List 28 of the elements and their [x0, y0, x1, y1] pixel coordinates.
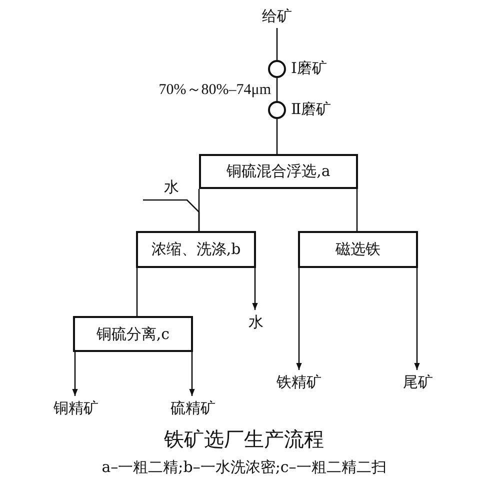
- process-box: 磁选铁: [298, 231, 418, 268]
- stream-label: 水: [143, 176, 187, 198]
- stream-label: 给矿: [256, 4, 298, 28]
- arrow: [72, 352, 78, 396]
- step-label: Ⅰ磨矿: [291, 59, 327, 78]
- connector-line: [136, 268, 138, 316]
- step-label: Ⅱ磨矿: [291, 100, 332, 119]
- stream-label: 铁精矿: [268, 370, 330, 394]
- process-box: 铜硫分离,c: [73, 316, 193, 352]
- arrow: [296, 268, 302, 370]
- connector-line: [276, 119, 278, 154]
- connector-line: [276, 28, 278, 60]
- circle-symbol: [268, 60, 286, 78]
- connector-line: [356, 189, 358, 231]
- arrow: [414, 268, 420, 370]
- circle-symbol: [268, 101, 286, 119]
- stream-label: 水: [243, 310, 269, 334]
- diagram-title: 铁矿选厂生产流程: [164, 426, 324, 453]
- connector-line: [276, 78, 278, 101]
- caption: a–一粗二精;b–一水洗浓密;c–一粗二精二扫: [102, 458, 386, 477]
- stream-label: 硫精矿: [163, 396, 223, 420]
- stream-label: 尾矿: [400, 370, 436, 394]
- process-box: 铜硫混合浮选,a: [199, 154, 358, 189]
- connector-line: [143, 199, 200, 231]
- stream-label: 铜精矿: [46, 396, 106, 420]
- arrow: [252, 268, 258, 310]
- arrow: [189, 352, 195, 396]
- process-box: 浓缩、洗涤,b: [136, 231, 256, 268]
